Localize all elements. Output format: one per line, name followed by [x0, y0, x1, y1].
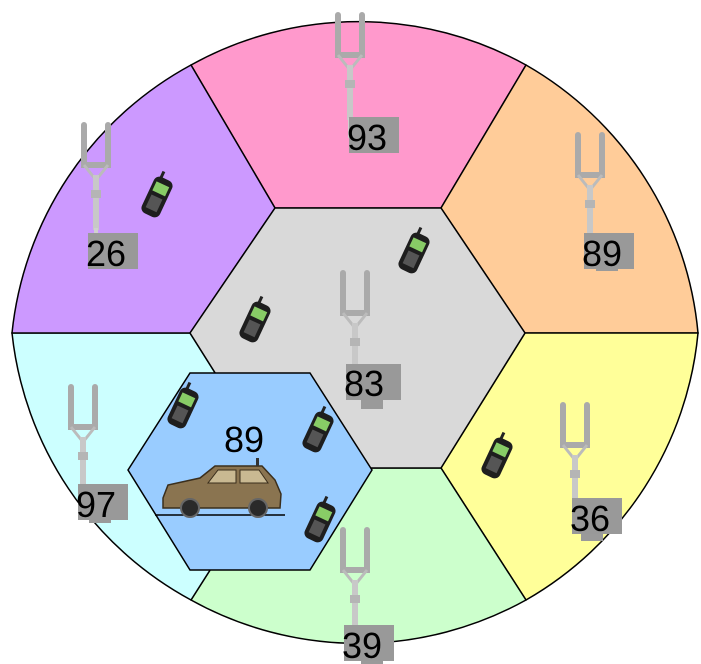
cell-bottom-left-label: 97 [76, 484, 116, 525]
cell-bottom-right [440, 332, 699, 602]
label-box [344, 625, 394, 661]
label-box [88, 233, 138, 269]
label-box [349, 117, 399, 153]
cell-bottom-right-label: 36 [570, 498, 610, 539]
cell-top-label: 93 [347, 117, 387, 158]
label-box [572, 498, 622, 534]
label-box [346, 364, 401, 400]
label-boxes [78, 117, 634, 661]
cell-top-right-label: 89 [582, 233, 622, 274]
car-icon [155, 458, 285, 518]
label-box [78, 484, 128, 520]
micro-cell-label: 89 [224, 419, 264, 460]
cell-top [189, 20, 528, 209]
label-box [584, 233, 634, 269]
cell-bottom-label: 39 [342, 625, 382, 664]
cell-center-label: 83 [344, 363, 384, 404]
cell-top-left-label: 26 [86, 233, 126, 274]
